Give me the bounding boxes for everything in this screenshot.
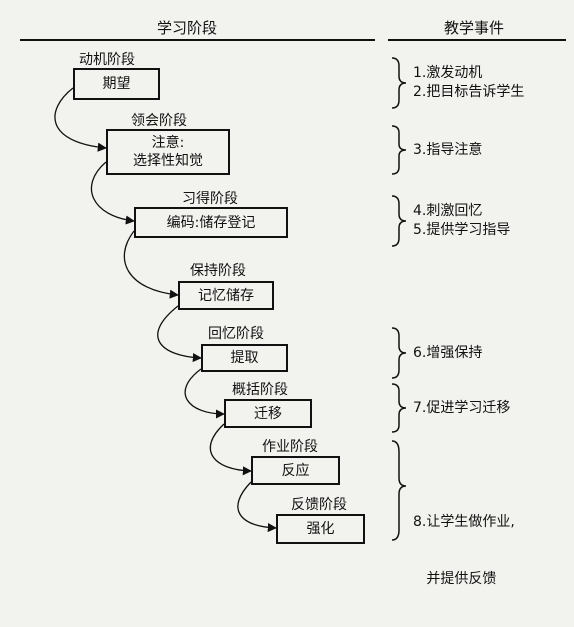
stage-box-coding: 编码:储存登记	[134, 207, 288, 238]
event-line: 5.提供学习指导	[413, 222, 511, 238]
events-header: 教学事件	[444, 19, 505, 37]
event-group-2: 3.指导注意	[413, 141, 482, 160]
stage-box-expectancy: 期望	[73, 68, 160, 100]
stage-label-recall: 回忆阶段	[208, 326, 264, 342]
stage-box-text: 提取	[230, 350, 259, 366]
event-line: 4.刺激回忆	[413, 203, 483, 219]
arrow-stage2-to-stage3	[90, 161, 135, 225]
brace-events-5	[391, 383, 407, 433]
stage-label-generalization: 概括阶段	[232, 382, 288, 398]
stage-box-text: 强化	[306, 521, 335, 537]
event-group-4: 6.增强保持	[413, 344, 482, 363]
brace-events-2	[391, 125, 407, 175]
event-line: 8.让学生做作业,	[413, 514, 515, 530]
stage-box-memory-storage: 记忆储存	[178, 281, 274, 310]
arrow-stage6-to-stage7	[209, 423, 252, 476]
arrow-stage3-to-stage4	[123, 230, 179, 299]
stage-label-motivation: 动机阶段	[79, 52, 135, 68]
event-line: 6.增强保持	[413, 345, 483, 361]
stage-label-acquisition: 习得阶段	[182, 191, 238, 207]
stage-box-response: 反应	[251, 456, 340, 485]
stage-box-text: 反应	[281, 462, 310, 479]
event-line: 7.促进学习迁移	[413, 400, 511, 416]
stage-box-text: 迁移	[254, 405, 282, 422]
event-group-3: 4.刺激回忆 5.提供学习指导	[413, 202, 510, 240]
stage-box-text: 注意: 选择性知觉	[133, 135, 203, 169]
event-line: 并提供反馈	[413, 571, 497, 587]
event-line: 2.把目标告诉学生	[413, 84, 525, 100]
stage-label-apprehending: 领会阶段	[131, 113, 187, 129]
stage-label-retention: 保持阶段	[190, 263, 246, 279]
stage-box-reinforcement: 强化	[276, 514, 365, 544]
stage-box-attention: 注意: 选择性知觉	[106, 129, 230, 175]
arrow-stage1-to-stage2	[54, 87, 107, 152]
stages-header: 学习阶段	[157, 19, 218, 37]
brace-events-1	[391, 57, 407, 109]
stage-box-text: 记忆储存	[198, 287, 254, 304]
event-group-5: 7.促进学习迁移	[413, 399, 510, 418]
brace-events-6	[391, 440, 407, 541]
arrow-stage4-to-stage5	[157, 305, 202, 363]
stage-box-text: 期望	[102, 76, 131, 92]
stage-box-transfer: 迁移	[224, 399, 312, 428]
event-line: 3.指导注意	[413, 142, 483, 158]
stage-box-retrieval: 提取	[201, 344, 288, 372]
event-group-6: 8.让学生做作业, 并提供反馈	[413, 475, 515, 627]
event-group-1: 1.激发动机 2.把目标告诉学生	[413, 64, 524, 102]
brace-events-4	[391, 327, 407, 379]
arrow-stage7-to-stage8	[237, 481, 277, 533]
diagram-art	[20, 39, 566, 541]
brace-events-3	[391, 195, 407, 247]
stage-label-feedback: 反馈阶段	[291, 497, 347, 513]
gagne-learning-stages-diagram: 学习阶段 教学事件 动机阶段 期望 领会阶段 注意: 选择性知觉 习得阶段 编码…	[20, 19, 566, 587]
event-line: 1.激发动机	[413, 65, 483, 81]
arrow-stage5-to-stage6	[184, 368, 225, 419]
stage-label-performance: 作业阶段	[262, 439, 318, 455]
stage-box-text: 编码:储存登记	[166, 214, 256, 231]
